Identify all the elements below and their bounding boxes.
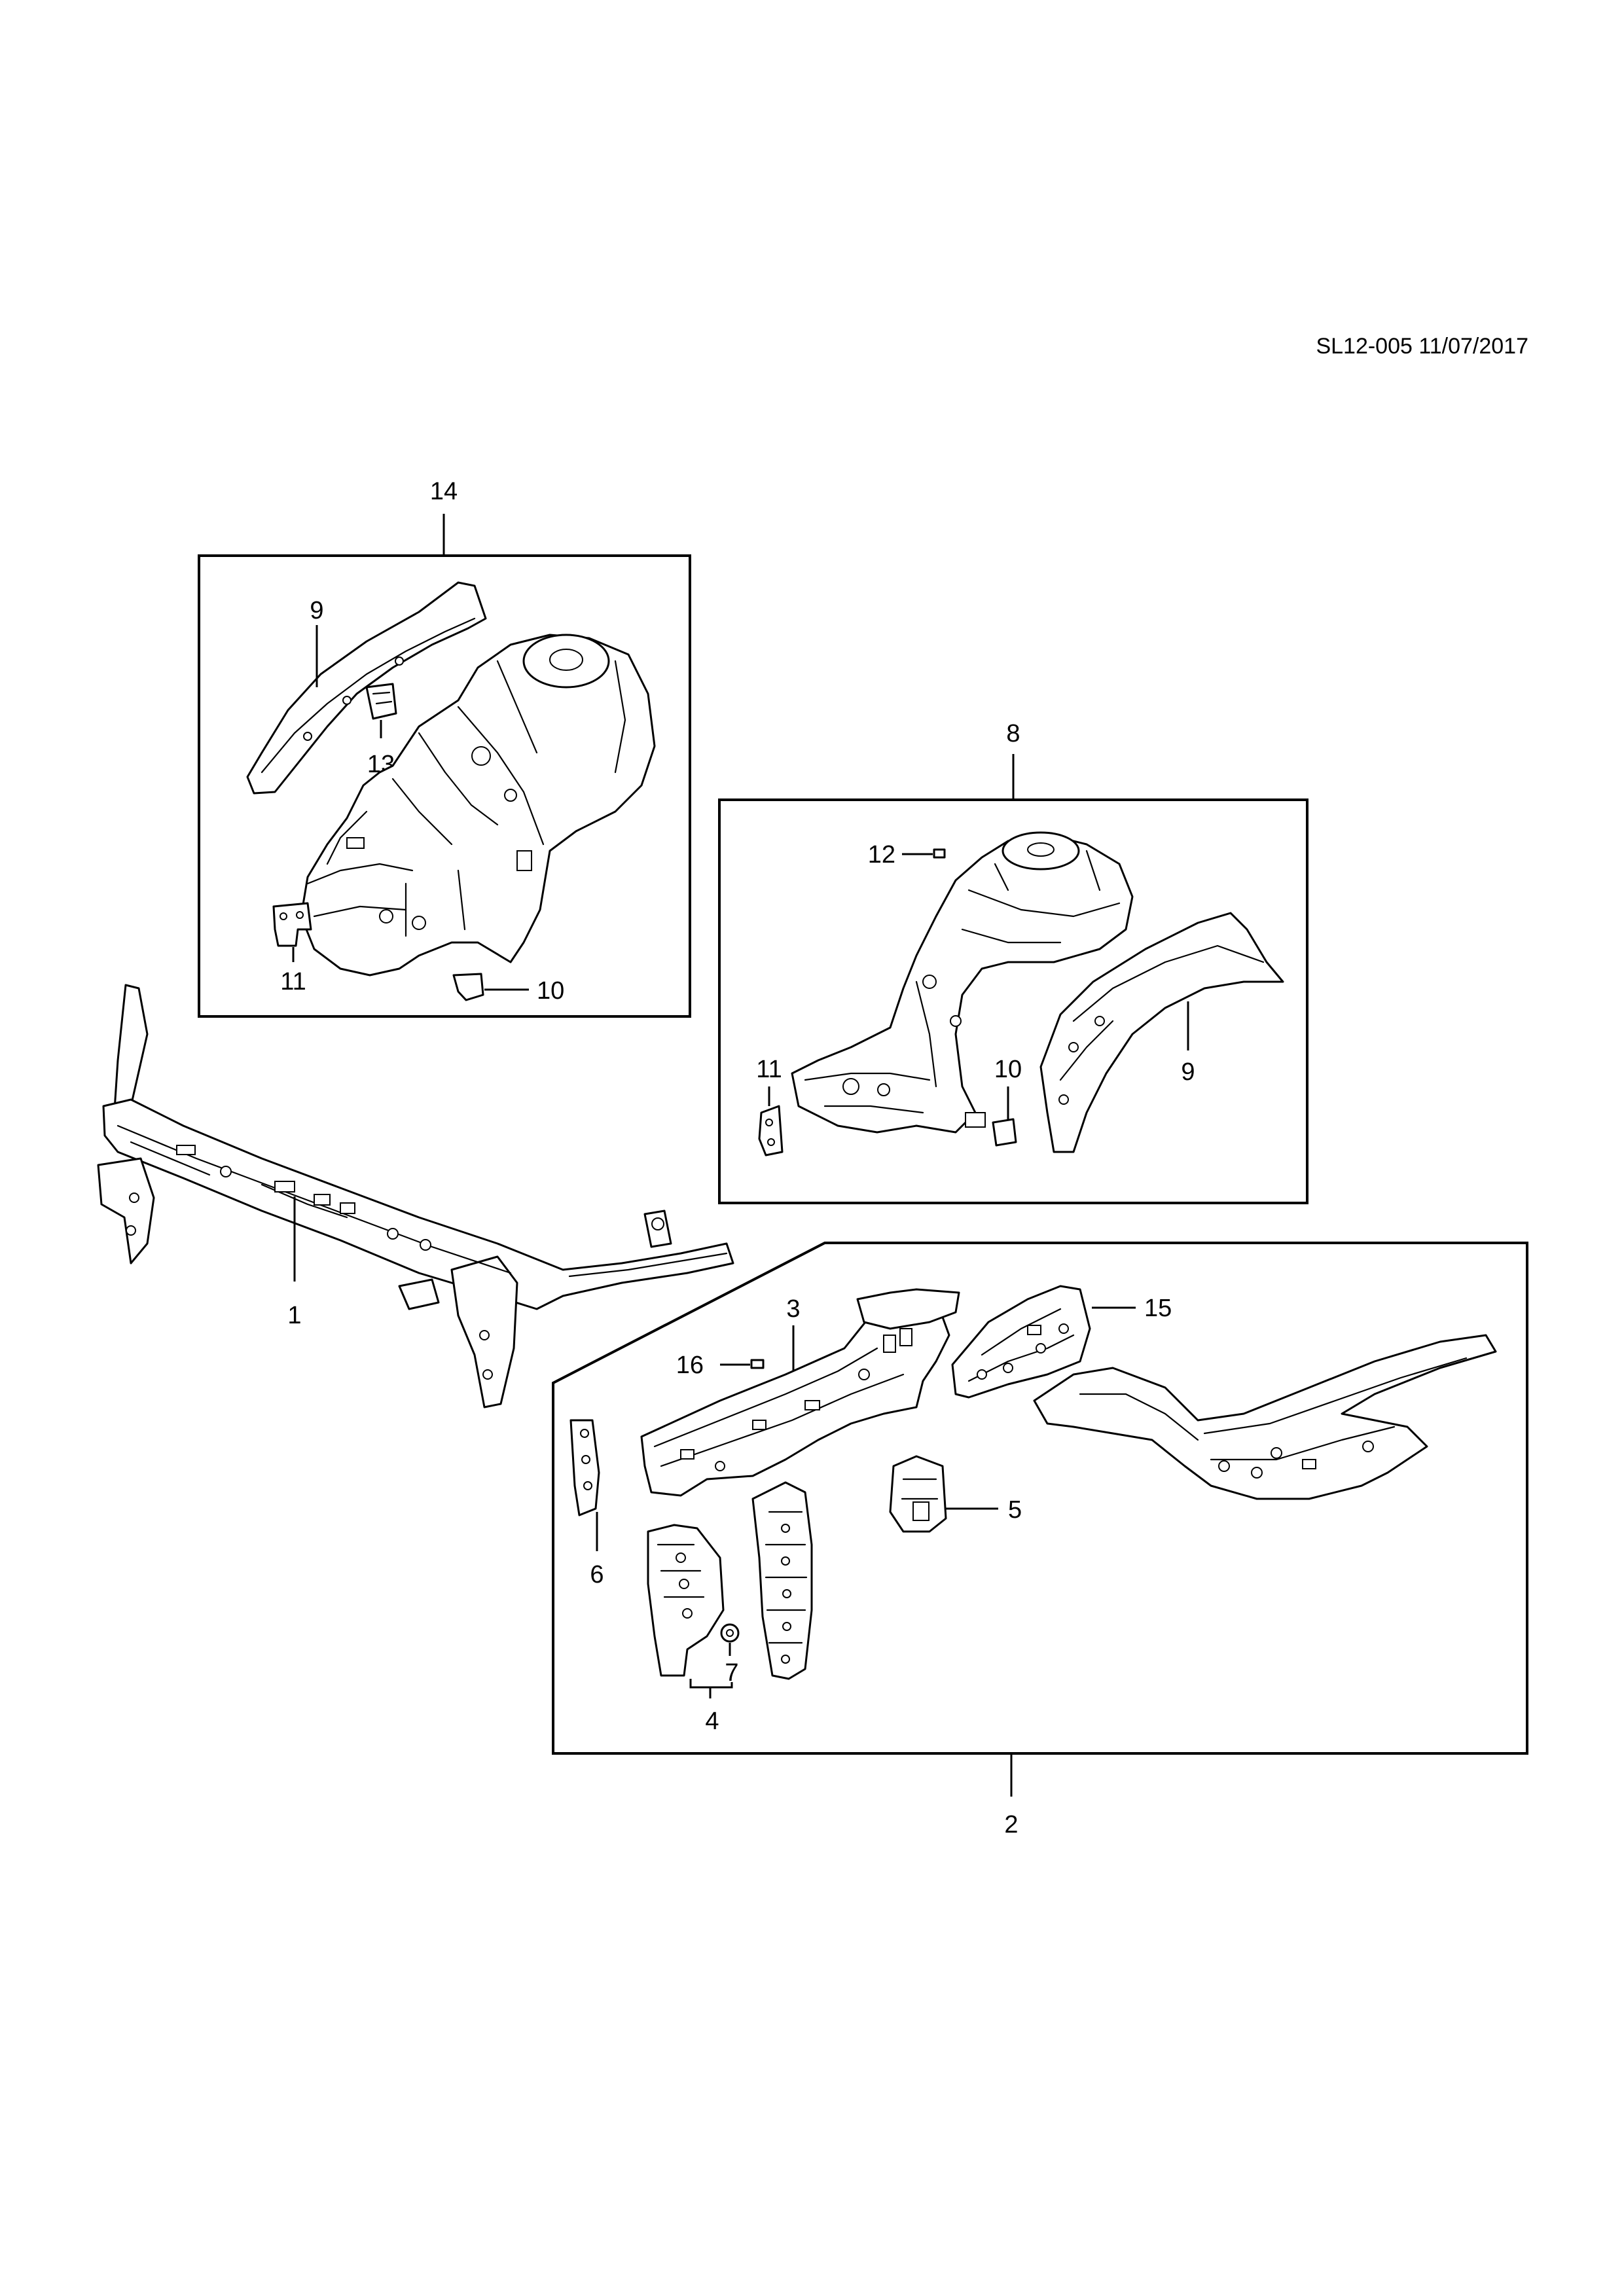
callout-10a: 10 bbox=[537, 977, 564, 1005]
part-5-bracket bbox=[889, 1455, 947, 1533]
group-8-box: 8 12 11 10 bbox=[718, 720, 1308, 1204]
part-11-bracket-left bbox=[272, 902, 312, 947]
group-14-box: 14 9 13 bbox=[198, 478, 691, 1018]
callout-16: 16 bbox=[676, 1352, 704, 1379]
part-8-strut-tower-assembly bbox=[791, 831, 1134, 1134]
callout-2: 2 bbox=[1004, 1811, 1018, 1839]
group-2-frame bbox=[552, 1242, 1528, 1755]
part-10-bracket-right bbox=[992, 1118, 1017, 1147]
callout-9a: 9 bbox=[310, 597, 323, 624]
callout-8: 8 bbox=[1006, 720, 1020, 747]
part-7-nut bbox=[720, 1623, 740, 1643]
part-11-bracket-right bbox=[758, 1105, 784, 1157]
callout-11b: 11 bbox=[756, 1056, 782, 1083]
part-2-inner-rail-panel bbox=[751, 1481, 813, 1680]
part-16-bolt bbox=[750, 1359, 765, 1369]
part-6-plate bbox=[569, 1419, 600, 1516]
callout-10b: 10 bbox=[994, 1056, 1022, 1083]
part-9-wheelhouse-rail-left bbox=[246, 581, 487, 795]
callout-1: 1 bbox=[287, 1302, 301, 1329]
callout-3: 3 bbox=[786, 1295, 800, 1323]
group-2-box: 2 3 16 15 bbox=[552, 1242, 1528, 1839]
part-2-rear-rail-extension bbox=[1033, 1334, 1497, 1500]
part-3-front-rail bbox=[640, 1288, 960, 1497]
callout-4: 4 bbox=[705, 1708, 719, 1735]
callout-12: 12 bbox=[868, 841, 895, 869]
callout-5: 5 bbox=[1008, 1496, 1022, 1524]
part-15-reinforcement-plate bbox=[951, 1285, 1091, 1399]
part-14-strut-tower-assembly bbox=[300, 634, 656, 977]
callout-9b: 9 bbox=[1181, 1058, 1195, 1086]
part-1-front-end-panel bbox=[97, 984, 734, 1408]
callout-7: 7 bbox=[725, 1659, 738, 1687]
callout-15: 15 bbox=[1144, 1295, 1172, 1322]
callout-6: 6 bbox=[590, 1561, 604, 1588]
callout-11a: 11 bbox=[280, 968, 306, 996]
part-13-clip bbox=[365, 683, 397, 720]
part-10-bracket-left bbox=[452, 973, 484, 1001]
callout-14: 14 bbox=[430, 478, 458, 505]
leader-4 bbox=[689, 1679, 733, 1698]
document-reference: SL12-005 11/07/2017 bbox=[1316, 334, 1528, 359]
part-9-wheelhouse-rail-right bbox=[1039, 912, 1284, 1153]
part-4-bracket bbox=[647, 1524, 725, 1677]
part-12-bolt bbox=[933, 848, 946, 859]
